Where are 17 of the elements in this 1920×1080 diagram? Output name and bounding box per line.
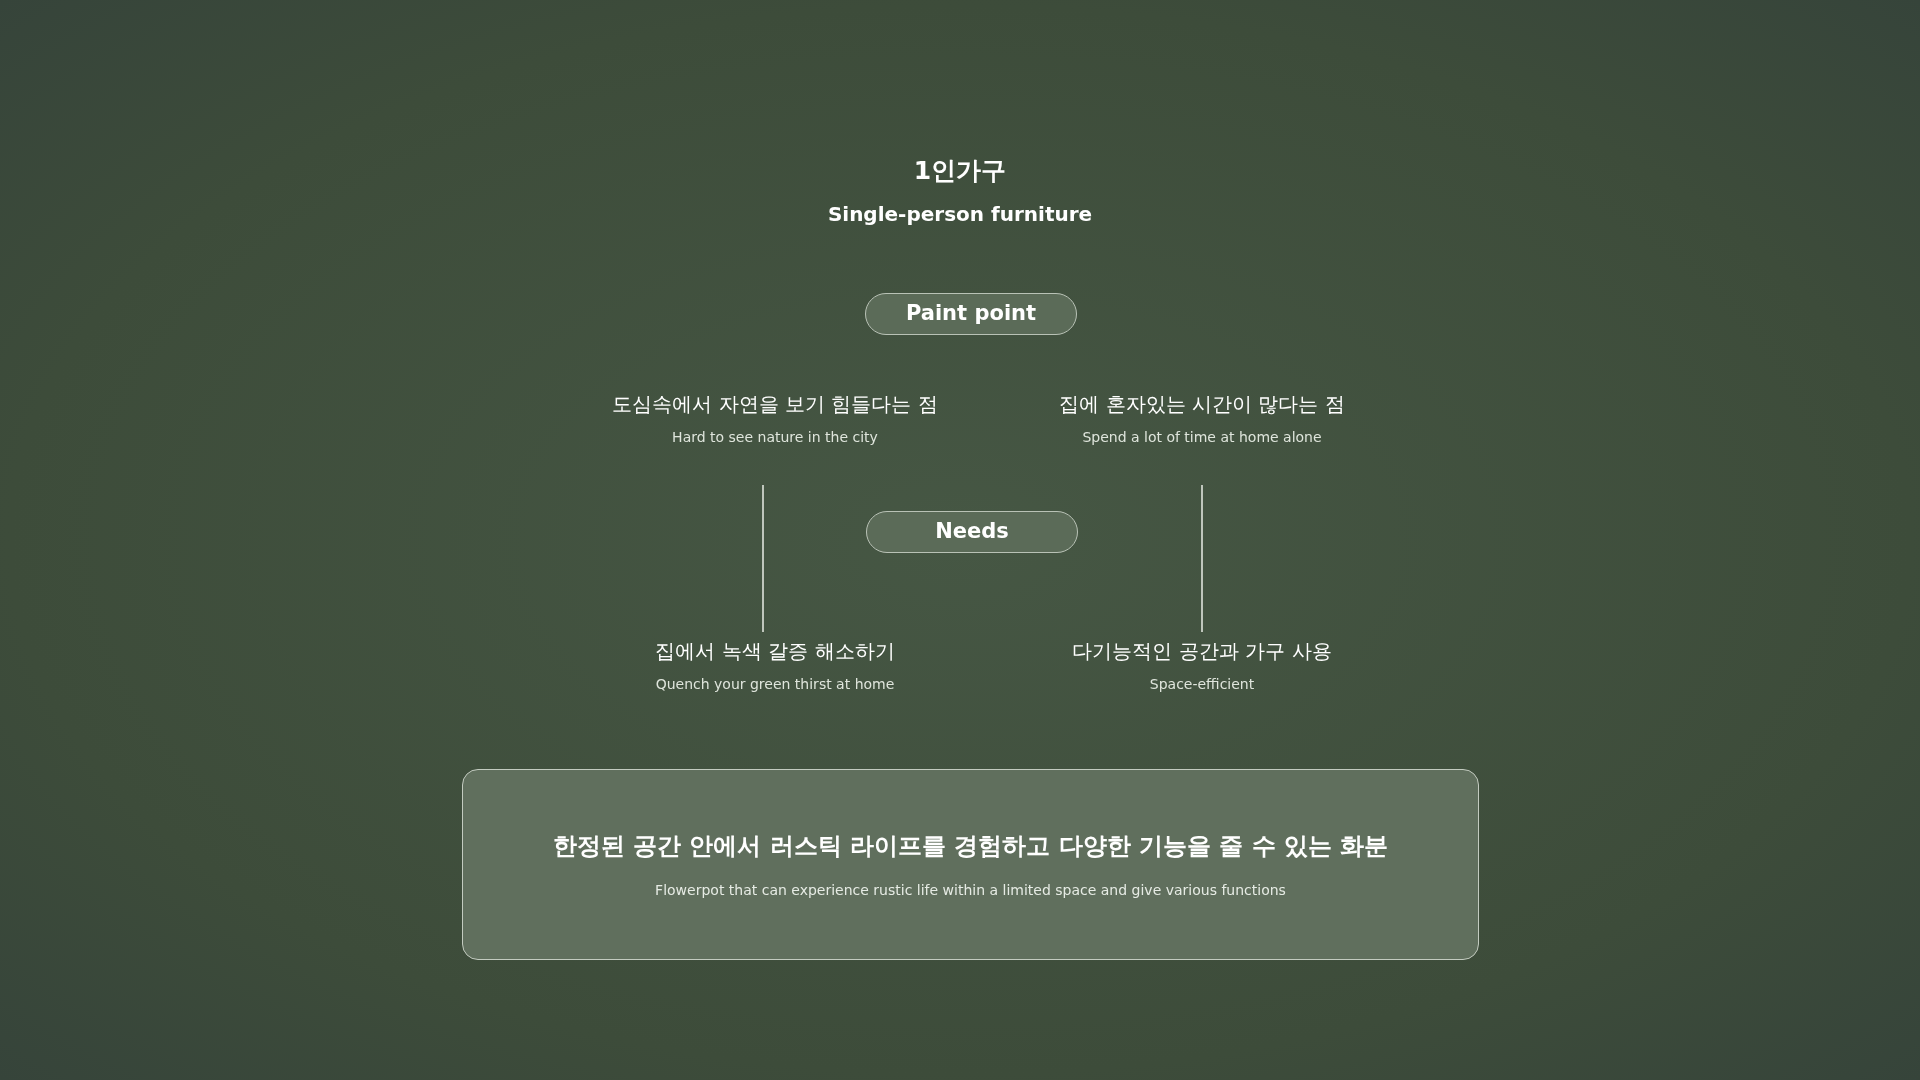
korean-heading: 집에서 녹색 갈증 해소하기	[655, 638, 895, 665]
connector-line	[762, 484, 764, 633]
english-subtext: Spend a lot of time at home alone	[1082, 428, 1322, 447]
connector-line	[1201, 484, 1203, 633]
title: 1인가구	[912, 155, 1008, 187]
subtitle: Single-person furniture	[826, 201, 1094, 228]
summary-card	[462, 769, 1479, 960]
summary-heading: 한정된 공간 안에서 러스틱 라이프를 경험하고 다양한 기능을 줄 수 있는 화분	[552, 831, 1389, 862]
korean-heading: 집에 혼자있는 시간이 많다는 점	[1059, 391, 1345, 418]
pill-label: Needs	[866, 511, 1078, 553]
english-subtext: Space-efficient	[1149, 675, 1255, 694]
korean-heading: 도심속에서 자연을 보기 힘들다는 점	[612, 391, 938, 418]
english-subtext: Quench your green thirst at home	[655, 675, 895, 694]
summary-text: Flowerpot that can experience rustic life within a limited space and give various functions	[655, 881, 1286, 900]
english-subtext: Hard to see nature in the city	[672, 428, 878, 447]
korean-heading: 다기능적인 공간과 가구 사용	[1072, 638, 1332, 665]
pill-label: Paint point	[865, 293, 1077, 335]
